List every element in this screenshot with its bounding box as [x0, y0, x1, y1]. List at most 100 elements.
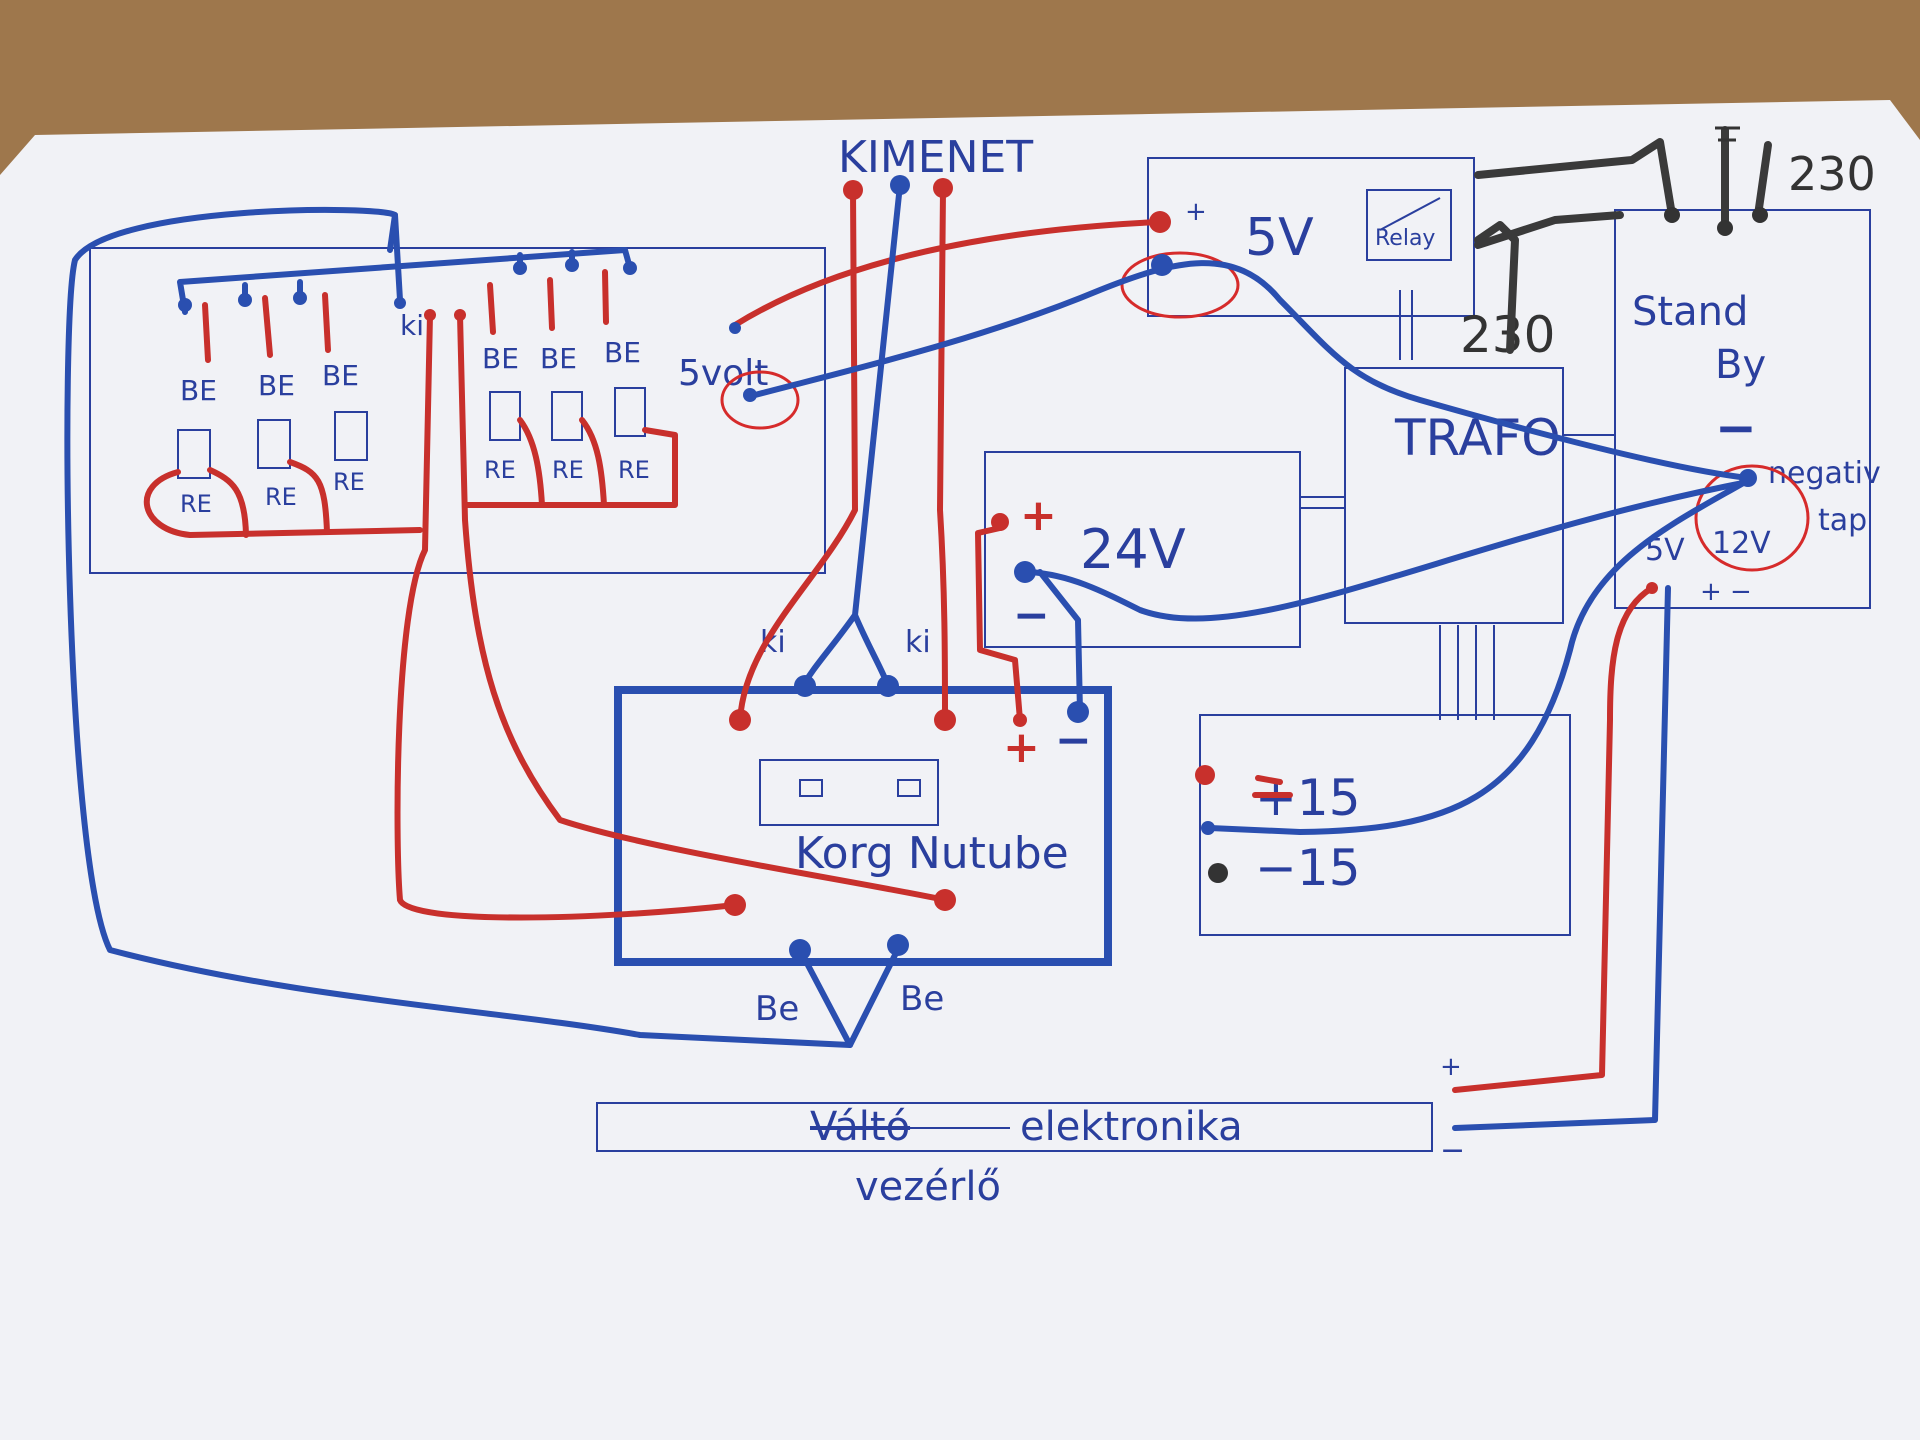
wire-red-panel-to-korg-2 — [457, 312, 948, 903]
wire-red-plus15 — [1255, 775, 1283, 785]
terminal-mains-1 — [1664, 207, 1680, 223]
wire-blue-24v-to-korg — [1037, 569, 1083, 715]
relay-5v-label: 5V — [1245, 208, 1314, 268]
five-volt-highlight — [720, 370, 800, 430]
output-panel-box — [89, 247, 826, 574]
terminal-5volt-minus — [743, 388, 757, 402]
nutube-pin-right — [897, 779, 921, 797]
terminal-panel-blue-6 — [623, 261, 637, 275]
wire-red-24v-plus — [975, 525, 1023, 723]
terminal-standby-negativ — [1739, 469, 1757, 487]
psu-24v-minus: − — [1013, 590, 1050, 641]
korg-be-bottom-2: Be — [900, 979, 944, 1019]
re-jack-1 — [177, 429, 211, 479]
negativ-label-1: negativ — [1768, 456, 1881, 491]
korg-nutube-box — [614, 686, 1112, 966]
terminal-panel-red-1 — [424, 309, 436, 321]
wire-red-kimenet-left — [737, 187, 858, 723]
korg-ki-right: ki — [905, 625, 931, 660]
terminal-korg-9 — [789, 939, 811, 961]
panel-re-6: RE — [618, 456, 650, 484]
negative-tap-highlight — [1694, 464, 1810, 572]
mains-230-top-label: 230 — [1788, 147, 1876, 201]
wire-red-re-left — [143, 469, 423, 538]
wire-blue-15v — [1207, 475, 1755, 835]
nutube-pin-left — [799, 779, 823, 797]
wire-red-kimenet-right — [937, 187, 948, 723]
terminal-relay-plus — [1149, 211, 1171, 233]
wire-red-panel-to-korg-1 — [394, 312, 738, 921]
panel-be-2: BE — [258, 369, 295, 402]
terminal-mains-3 — [1752, 207, 1768, 223]
korg-minus-label: − — [1055, 715, 1092, 766]
panel-ki-label: ki — [400, 309, 424, 342]
mains-wire-5 — [1754, 141, 1772, 219]
controller-vezerlo-label: vezérlő — [855, 1164, 1001, 1210]
terminal-korg-3 — [877, 675, 899, 697]
terminal-korg-4 — [934, 709, 956, 731]
terminal-kimenet-left — [843, 180, 863, 200]
terminal-panel-blue-1 — [178, 298, 192, 312]
korg-plus-label: + — [1003, 722, 1040, 773]
terminal-kimenet-mid — [890, 175, 910, 195]
terminal-panel-blue-2 — [238, 293, 252, 307]
controller-box — [596, 1102, 1433, 1152]
trafo-box — [1344, 367, 1564, 624]
wire-blue-panel-ki — [392, 212, 403, 303]
terminal-15v-mid — [1201, 821, 1215, 835]
re-jack-3 — [334, 411, 368, 461]
wire-red-be-1 — [202, 302, 211, 363]
standby-label-1: Stand — [1632, 289, 1748, 335]
terminal-korg-5 — [1013, 713, 1027, 727]
terminal-24v-minus — [1014, 561, 1036, 583]
wire-red-re-right — [462, 417, 678, 508]
relay-5v-box — [1147, 157, 1475, 317]
relay-plus-label: + — [1185, 197, 1207, 227]
psu-15v-box — [1199, 714, 1571, 936]
standby-12v-label: 12V — [1712, 526, 1771, 561]
standby-plus-minus-label: + − — [1700, 577, 1752, 607]
panel-re-1: RE — [180, 490, 212, 518]
controller-minus-label: − — [1440, 1133, 1465, 1168]
panel-be-5: BE — [540, 342, 577, 375]
terminal-korg-2 — [794, 675, 816, 697]
re-jack-2 — [257, 419, 291, 469]
terminal-relay-minus — [1151, 254, 1173, 276]
terminal-24v-plus — [991, 513, 1009, 531]
relay-symbol-box — [1366, 189, 1452, 261]
mains-wire-1 — [1474, 138, 1676, 219]
terminal-kimenet-right — [933, 178, 953, 198]
nutube-tube-symbol — [759, 759, 939, 826]
psu-24v-plus: + — [1020, 490, 1057, 541]
re-jack-6 — [614, 387, 646, 437]
panel-be-3: BE — [322, 359, 359, 392]
standby-label-2: By — [1715, 342, 1766, 388]
terminal-korg-8 — [934, 889, 956, 911]
relay-label: Relay — [1375, 226, 1435, 251]
terminal-korg-10 — [887, 934, 909, 956]
terminal-5volt-plus — [729, 322, 741, 334]
terminal-panel-red-2 — [454, 309, 466, 321]
panel-be-1: BE — [180, 374, 217, 407]
negativ-label-2: tap — [1818, 503, 1867, 538]
terminal-15v-minus — [1208, 863, 1228, 883]
controller-plus-label: + — [1440, 1052, 1462, 1082]
kimenet-label: KIMENET — [838, 132, 1033, 183]
wire-red-be-5 — [547, 277, 555, 331]
wire-blue-relay-minus — [752, 260, 1751, 481]
terminal-panel-ki — [394, 297, 406, 309]
terminal-panel-blue-5 — [565, 258, 579, 272]
wire-blue-standby-to-controller — [1452, 585, 1671, 1131]
panel-re-3: RE — [333, 468, 365, 496]
psu-24v-box — [984, 451, 1301, 648]
terminal-korg-1 — [729, 709, 751, 731]
terminal-panel-blue-3 — [293, 291, 307, 305]
wire-blue-24v-minus — [1027, 479, 1751, 622]
psu-minus15-label: −15 — [1255, 839, 1361, 897]
wire-red-5volt-to-relay — [732, 219, 1161, 328]
relay-switch-line — [1379, 197, 1441, 231]
wire-red-re-group-left — [207, 459, 330, 538]
wire-blue-korg-bottom — [797, 942, 903, 1048]
panel-be-4: BE — [482, 342, 519, 375]
